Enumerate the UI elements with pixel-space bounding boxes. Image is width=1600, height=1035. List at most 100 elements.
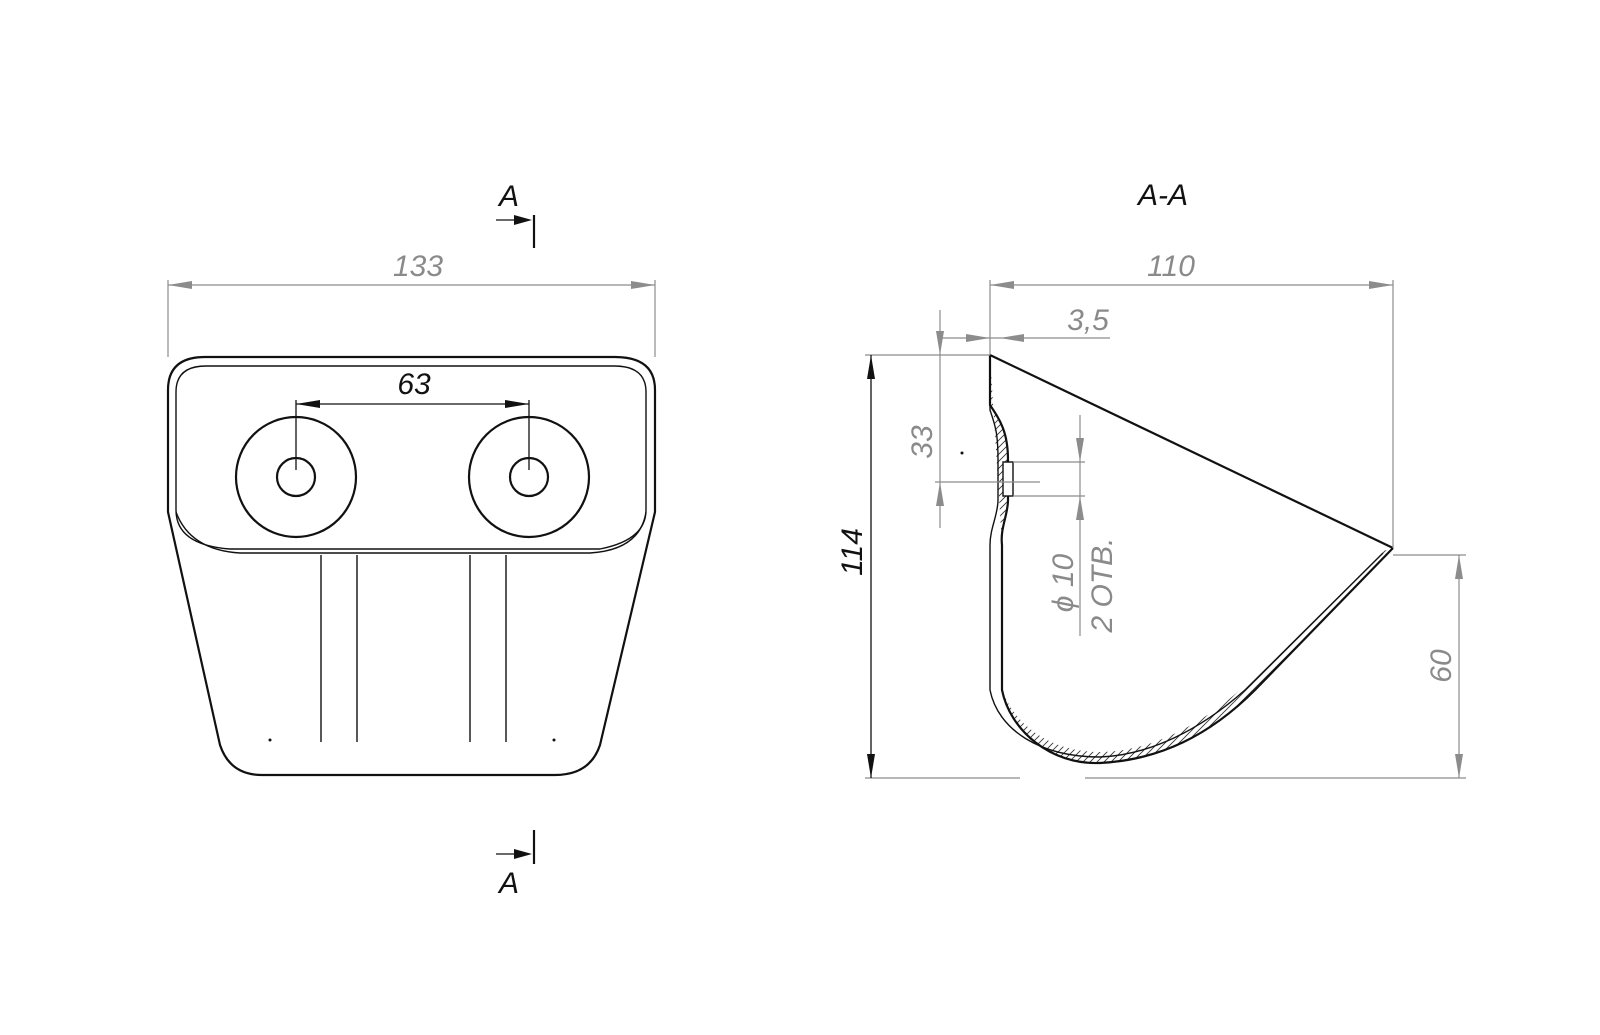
hatch-line (1247, 355, 1393, 764)
hatch-line (1437, 330, 1600, 800)
dimension-60: 60 (1085, 554, 1466, 779)
dimension-3-5-label: 3,5 (1067, 304, 1109, 337)
dimension-60-label: 60 (1425, 649, 1458, 683)
hatch-line (990, 355, 1393, 764)
hatch-line (1093, 355, 1393, 764)
hatch-line (990, 355, 1393, 764)
hatch-line (1079, 355, 1393, 764)
hatch-line (1156, 355, 1393, 764)
hatch-line (990, 355, 1362, 764)
hatch-line (1402, 330, 1600, 800)
section-title: A-A (1136, 179, 1188, 212)
hatch-line (1373, 355, 1393, 764)
hatch-line (1352, 355, 1393, 764)
hatch-line (1268, 355, 1393, 764)
hatch-line (990, 355, 1040, 764)
hatch-line (1191, 355, 1393, 764)
dimension-114: 114 (836, 354, 1020, 779)
hatch-line (990, 355, 998, 764)
hatch-line (1409, 330, 1600, 800)
hatch-line (990, 355, 1201, 764)
hatch-line (1331, 355, 1393, 764)
hatch-line (1261, 355, 1393, 764)
hatch-line (990, 355, 1393, 764)
center-dot (960, 451, 964, 455)
hatch-line (990, 355, 1229, 764)
section-label-top: A (497, 180, 519, 213)
dimension-33: 33 (906, 310, 1040, 528)
hatch-line (1345, 355, 1393, 764)
hatch-line (1219, 355, 1393, 764)
hatch-line (1114, 355, 1393, 764)
hatch-line (990, 355, 991, 764)
hatch-line (990, 355, 1393, 764)
hatch-line (1128, 355, 1393, 764)
hatch-line (1430, 330, 1600, 800)
hatch-line (1395, 330, 1600, 800)
bucket-top-edge (989, 354, 1394, 549)
hatch-line (990, 355, 1110, 764)
hatch-line (1366, 355, 1393, 764)
dot-mark-right (552, 738, 556, 742)
hatch-line (1289, 355, 1393, 764)
hatch-line (990, 355, 1393, 764)
hatch-line (1444, 330, 1600, 800)
hatch-line (990, 355, 1369, 764)
hatch-line (1282, 355, 1393, 764)
hatch-line (1324, 355, 1393, 764)
hatch-line (990, 355, 1033, 764)
section-mark-bottom: A (496, 830, 536, 900)
hatch-line (485, 330, 955, 800)
hatch-line (1212, 355, 1393, 764)
hatch-line (990, 355, 1383, 764)
hatch-line (1086, 355, 1393, 764)
hatch-line (990, 355, 1215, 764)
dimension-114-label: 114 (836, 528, 869, 576)
section-view: A-A 110 3,5 (485, 179, 1600, 800)
hatch-line (1240, 355, 1393, 764)
hatch-line (1100, 355, 1393, 764)
hole-diameter-label: ϕ 10 (1047, 553, 1080, 612)
dimension-3-5: 3,5 (940, 304, 1110, 342)
hatch-line (990, 355, 1208, 764)
hatch-line (1226, 355, 1393, 764)
hatch-line (499, 330, 969, 800)
dimension-33-label: 33 (906, 425, 939, 459)
bucket-front-outline (166, 355, 657, 777)
hatch-line (990, 355, 1117, 764)
bucket-front-rim-fold (175, 511, 647, 554)
hatch-line (990, 355, 1026, 764)
hatch-line (1198, 355, 1393, 764)
hatch-line (990, 355, 1054, 764)
hatch-line (1296, 355, 1393, 764)
hatch-line (1359, 355, 1393, 764)
bucket-wall-outer (988, 355, 1394, 765)
hatch-line (1205, 355, 1393, 764)
hatch-line (1275, 355, 1393, 764)
hatch-line (990, 355, 1376, 764)
hatch-line (1416, 330, 1600, 800)
hatch-line (990, 355, 1393, 764)
hatch-line (1051, 355, 1393, 764)
hatch-line (492, 330, 962, 800)
hole-count-label: 2 ОТВ. (1086, 537, 1119, 633)
hatch-line (990, 355, 1393, 764)
section-mark-top: A (496, 180, 536, 248)
dimension-63-label: 63 (397, 368, 431, 401)
dimension-133-label: 133 (393, 250, 443, 283)
bucket-wall-inner (989, 355, 1384, 758)
hatch-line (1107, 355, 1393, 764)
hatch-line (990, 355, 1393, 764)
hole-section (1002, 461, 1014, 497)
hatch-line (1423, 330, 1600, 800)
hatch-line (506, 330, 976, 800)
hatch-line (1310, 355, 1393, 764)
dot-mark-left (268, 738, 272, 742)
hatch-line (1177, 355, 1393, 764)
hatch-line (1170, 355, 1393, 764)
hatch-line (1338, 355, 1393, 764)
hatch-line (990, 355, 1019, 764)
hatch-line (1065, 355, 1393, 764)
hatch-line (990, 355, 1355, 764)
